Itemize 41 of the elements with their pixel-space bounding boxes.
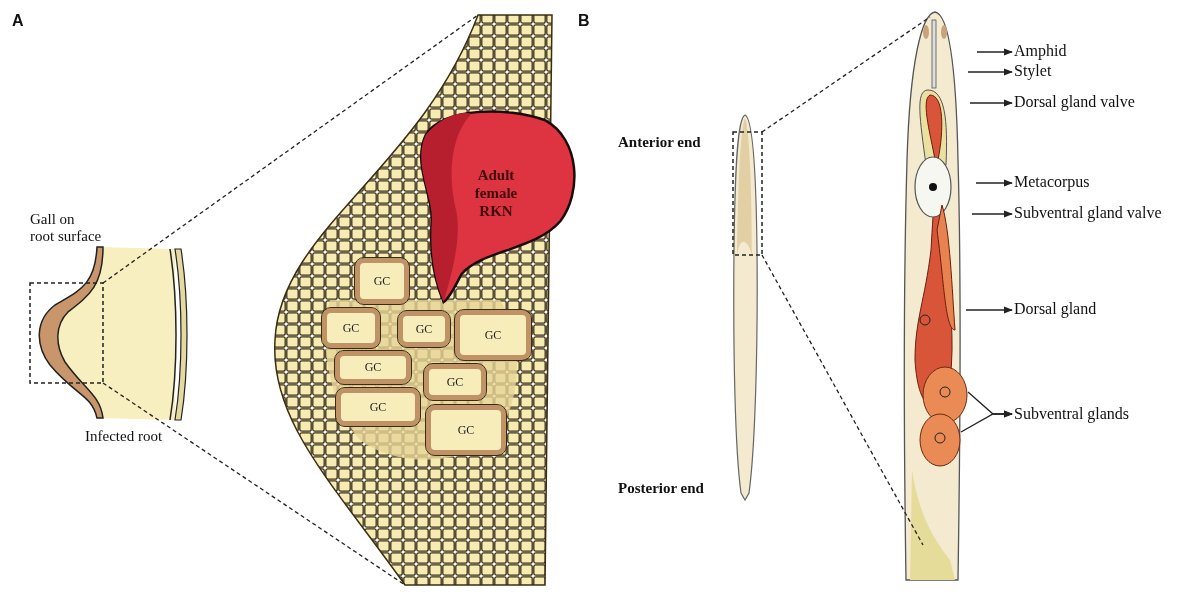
part-label: Metacorpus [1014,173,1090,191]
cell-label: GC [415,321,433,337]
panel-letter: B [578,12,590,31]
part-label: Stylet [1014,62,1052,80]
giant-cell [398,311,450,347]
magnification-line [102,14,479,284]
leader-line [971,210,1013,218]
part-label: Dorsal gland [1014,300,1097,318]
giant-cell [455,310,531,360]
nematode-drawing [731,113,764,502]
part-label: Anterior end [618,134,701,152]
organism-label: Adult female RKN [473,166,519,220]
magnification-line [102,382,406,586]
leader-line [976,48,1013,56]
cell-label: GC [446,374,464,390]
leader-line [975,179,1013,187]
cell-label: GC [364,360,382,375]
giant-cell [424,364,486,400]
part-label: Infected root [85,428,163,446]
part-label: Posterior end [618,480,704,498]
cell-label: GC [342,320,360,336]
part-label: Subventral gland valve [1014,204,1162,222]
cell-label: GC [373,273,391,289]
giant-cell [336,388,420,426]
giant-cell [335,351,411,384]
cell-label: GC [484,327,502,343]
magnification-line [761,254,924,546]
part-label: Amphid [1014,42,1067,60]
cell-label: GC [369,399,387,415]
giant-cell [355,258,409,304]
cell-label: GC [457,422,475,438]
leader-line [960,410,1013,433]
part-label: Gall on root surface [30,211,102,246]
giant-cell [322,308,380,348]
leader-line [967,68,1013,76]
giant-cell [426,405,506,455]
part-label: Dorsal gland valve [1014,93,1135,111]
panel-letter: A [12,12,24,31]
part-label: Subventral glands [1014,405,1130,423]
leader-line [965,306,1013,314]
leader-line [969,99,1013,107]
